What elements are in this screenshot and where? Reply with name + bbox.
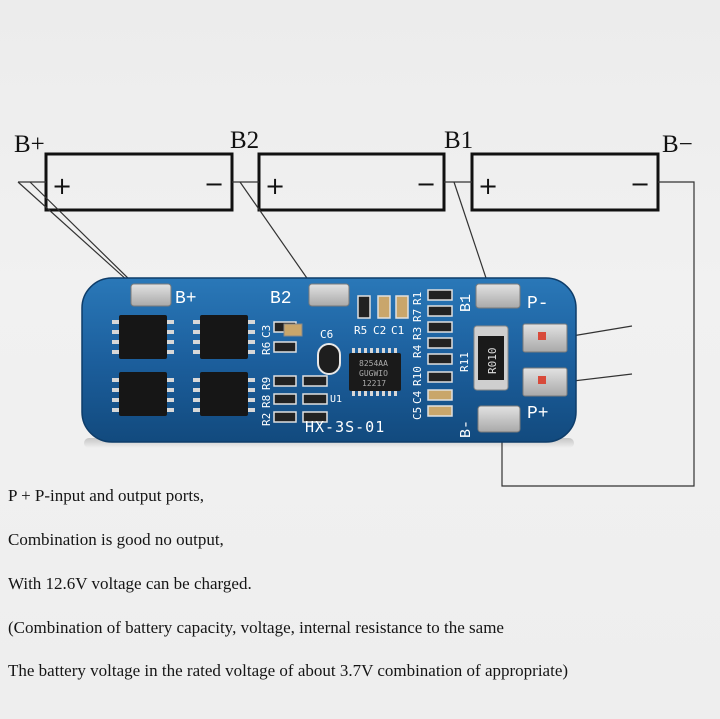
cell-minus-sign: −: [416, 170, 436, 198]
pcb-label-r3: R3: [411, 327, 424, 340]
ic-marking-line-3: 12217: [362, 379, 386, 388]
pcb-label-b1: B1: [458, 294, 475, 312]
pad-b-plus: [130, 283, 172, 307]
battery-cell-1: + −: [44, 152, 234, 212]
pcb-label-r10: R10: [411, 366, 424, 386]
pcb-label-b-minus: B-: [458, 420, 475, 438]
note-line-5: The battery voltage in the rated voltage…: [8, 661, 569, 680]
cell-plus-sign: +: [265, 172, 285, 200]
wires: [17, 181, 695, 487]
terminal-label-b2: B2: [230, 127, 259, 154]
shunt-resistor: R010: [473, 325, 509, 391]
terminal-label-b-plus: B+: [14, 131, 45, 158]
pcb-label-r8: R8: [260, 395, 273, 408]
cell-plus-sign: +: [478, 172, 498, 200]
mosfet-chip: [112, 315, 174, 359]
note-line-3: With 12.6V voltage can be charged.: [8, 574, 252, 593]
control-ic-u1: 8254AA GUGWIO 12217: [349, 348, 401, 396]
ic-marking-line-2: GUGWIO: [359, 369, 388, 378]
pcb-label-r9: R9: [260, 377, 273, 390]
pcb-label-r1: R1: [411, 292, 424, 305]
pcb-label-b-plus: B+: [175, 289, 197, 309]
wiring-diagram: B+ B2 B1 B− + − + − + − B+ B2: [14, 127, 695, 487]
pcb-label-b2: B2: [270, 289, 292, 309]
capacitor-c6: [317, 343, 341, 375]
mosfet-chip: [193, 315, 255, 359]
pcb-label-c3: C3: [260, 325, 273, 338]
cell-plus-sign: +: [52, 172, 72, 200]
smd-components-right: [427, 289, 453, 417]
smd-components-top: [357, 295, 409, 319]
cell-minus-sign: −: [630, 170, 650, 198]
shunt-marking: R010: [486, 348, 499, 375]
cell-minus-sign: −: [204, 170, 224, 198]
note-line-2: Combination is good no output,: [8, 530, 224, 549]
mosfet-chip: [112, 372, 174, 416]
ic-marking-line-1: 8254AA: [359, 359, 388, 368]
battery-cell-3: + −: [470, 152, 660, 212]
pcb-label-p-plus: P+: [527, 404, 549, 424]
mosfet-chip: [193, 372, 255, 416]
pcb-label-r7: R7: [411, 309, 424, 322]
pcb-label-r2: R2: [260, 413, 273, 426]
note-line-1: P + P-input and output ports,: [8, 486, 204, 505]
protection-pcb: B+ B2 B1 P- P+ B-: [81, 277, 577, 443]
mosfet-chips: [112, 315, 255, 416]
pcb-label-p-minus: P-: [527, 294, 549, 314]
battery-cell-2: + −: [257, 152, 446, 212]
pcb-label-c4: C4: [411, 390, 424, 404]
pcb-label-c2: C2: [373, 324, 386, 337]
pad-b2: [308, 283, 350, 307]
pcb-label-c1: C1: [391, 324, 404, 337]
pad-b1: [475, 283, 521, 309]
pcb-label-c6: C6: [320, 328, 333, 341]
pcb-label-u1: U1: [330, 394, 342, 405]
pcb-label-r5: R5: [354, 324, 367, 337]
terminal-label-b-minus: B−: [662, 131, 693, 158]
smd-components-left: [273, 321, 328, 423]
board-model-label: HX-3S-01: [305, 418, 385, 436]
pcb-label-r6: R6: [260, 342, 273, 355]
pcb-label-r11: R11: [458, 352, 471, 372]
pcb-label-r4: R4: [411, 344, 424, 358]
note-line-4: (Combination of battery capacity, voltag…: [8, 618, 504, 637]
pcb-label-c5: C5: [411, 407, 424, 420]
pad-b-minus: [477, 405, 521, 433]
terminal-label-b1: B1: [444, 127, 473, 154]
